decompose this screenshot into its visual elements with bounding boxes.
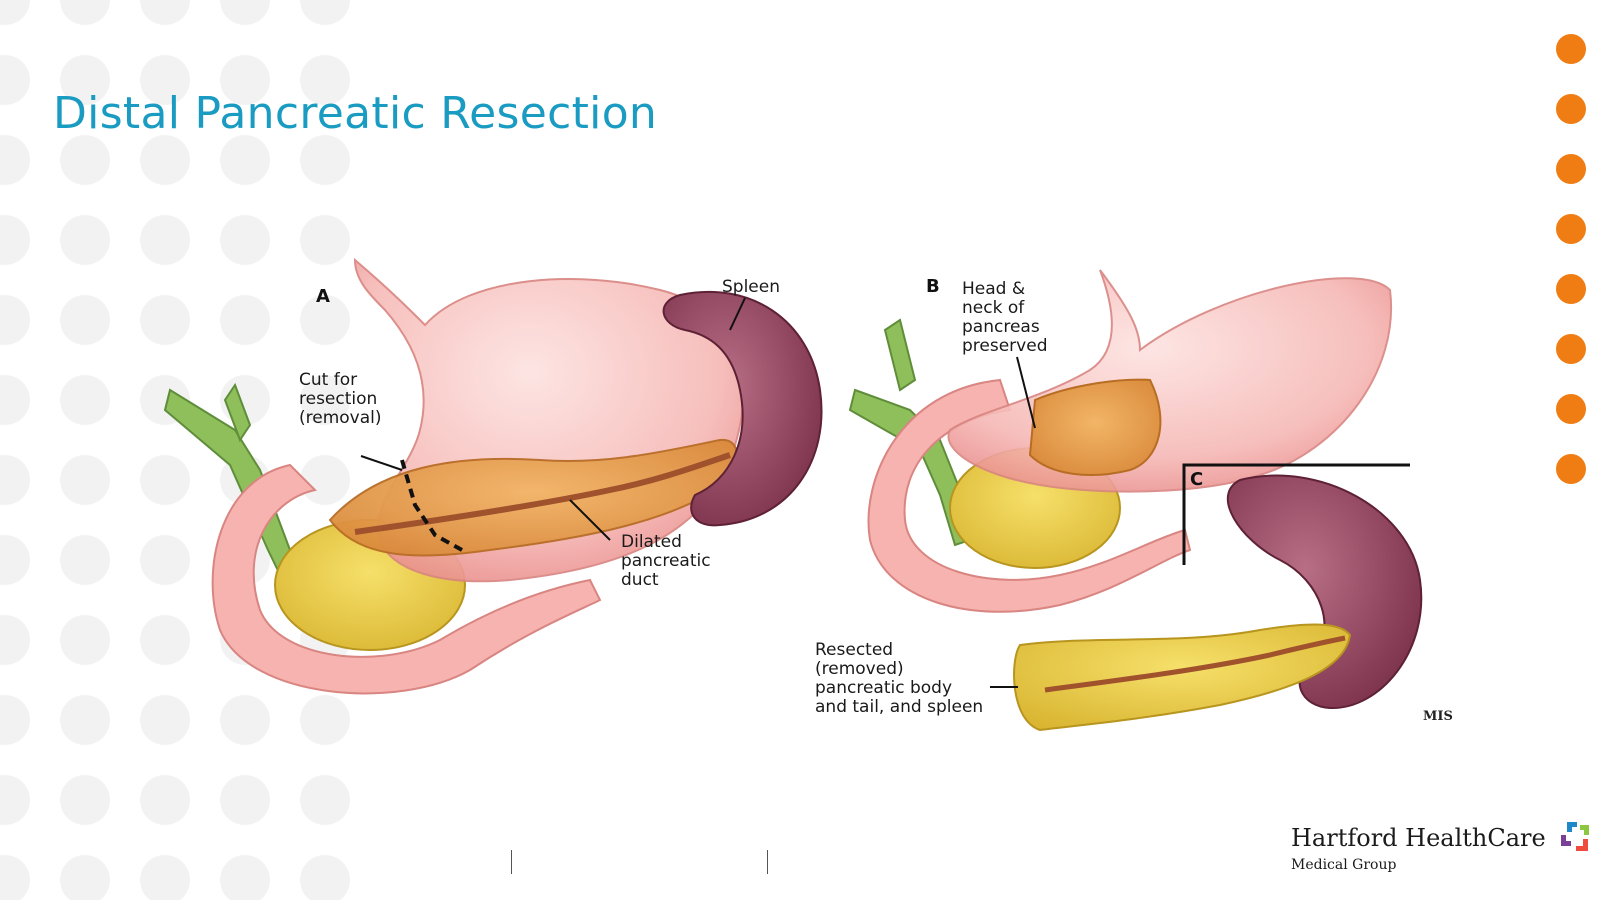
orange-dot-icon — [1556, 334, 1586, 364]
panel-label-b: B — [926, 276, 940, 297]
orange-dot-icon — [1556, 94, 1586, 124]
background-dot — [60, 615, 110, 665]
background-dot — [140, 215, 190, 265]
orange-dot-icon — [1556, 34, 1586, 64]
background-dot — [140, 535, 190, 585]
background-dot — [60, 455, 110, 505]
background-dot — [0, 215, 30, 265]
hartford-healthcare-logo: Hartford HealthCare Medical Group — [1291, 822, 1591, 884]
background-dot — [220, 695, 270, 745]
spleen-shape — [662, 290, 823, 527]
anatomy-diagram: A Spleen Cut for resection (removal) Dil… — [163, 257, 1453, 732]
background-dot — [60, 375, 110, 425]
label-head-neck-preserved: Head & neck of pancreas preserved — [962, 279, 1047, 356]
footer-separator — [511, 850, 512, 874]
background-dot — [60, 55, 110, 105]
background-dot — [140, 855, 190, 900]
hartford-healthcare-mark-icon — [1561, 822, 1589, 851]
resected-spleen-shape — [1226, 474, 1423, 710]
background-dot — [300, 0, 350, 25]
background-dot — [0, 455, 30, 505]
logo-subtitle: Medical Group — [1291, 857, 1397, 873]
panel-label-a: A — [316, 286, 330, 307]
label-cut-for-resection: Cut for resection (removal) — [299, 370, 383, 428]
background-dot — [300, 375, 350, 425]
background-dot — [220, 855, 270, 900]
background-dot — [220, 55, 270, 105]
background-dot — [140, 135, 190, 185]
panel-a: A Spleen Cut for resection (removal) Dil… — [163, 257, 823, 695]
background-dot — [0, 775, 30, 825]
background-dot — [0, 135, 30, 185]
background-dot — [0, 55, 30, 105]
panel-c-frame — [1182, 463, 1410, 565]
duct-pointer — [569, 499, 611, 541]
background-dot — [300, 855, 350, 900]
resected-pancreas-shape — [1013, 623, 1352, 732]
cut-line — [400, 459, 463, 552]
background-dot — [300, 775, 350, 825]
bile-duct-shape — [223, 382, 252, 443]
background-dot — [60, 775, 110, 825]
orange-dot-icon — [1556, 454, 1586, 484]
background-dot — [60, 855, 110, 900]
background-dot — [140, 775, 190, 825]
background-dot — [300, 55, 350, 105]
cut-pointer — [360, 455, 403, 471]
background-dot — [60, 215, 110, 265]
background-dot — [220, 295, 270, 345]
footer-separator — [767, 850, 768, 874]
background-dot — [300, 455, 350, 505]
background-dot — [220, 135, 270, 185]
background-dot — [300, 215, 350, 265]
background-dot — [140, 0, 190, 25]
background-dot — [140, 55, 190, 105]
background-dot — [140, 455, 190, 505]
orange-dot-icon — [1556, 154, 1586, 184]
background-dot — [0, 535, 30, 585]
panel-c: C Resected (removed) pancreatic body and… — [815, 463, 1453, 732]
pancreas-stump-shape — [1028, 378, 1162, 476]
panel-b: B Head & neck of pancreas preserved — [848, 269, 1393, 613]
orange-dot-icon — [1556, 394, 1586, 424]
background-dot — [300, 295, 350, 345]
label-dilated-duct: Dilated pancreatic duct — [621, 532, 716, 590]
slide-title: Distal Pancreatic Resection — [53, 88, 658, 139]
background-dot — [60, 695, 110, 745]
bile-duct-shape — [883, 318, 917, 392]
pancreatic-resection-illustration: A Spleen Cut for resection (removal) Dil… — [140, 250, 1490, 770]
background-dot — [60, 535, 110, 585]
illustrator-signature: MIS — [1423, 709, 1453, 724]
background-dot — [220, 0, 270, 25]
duodenum-shape — [211, 463, 602, 695]
background-dot — [300, 695, 350, 745]
label-spleen: Spleen — [722, 277, 780, 297]
spleen-pointer — [729, 297, 746, 331]
background-dot — [0, 695, 30, 745]
background-dot — [0, 375, 30, 425]
background-dot — [60, 135, 110, 185]
orange-dot-icon — [1556, 214, 1586, 244]
duodenum-shape — [867, 378, 1192, 613]
panel-label-c: C — [1190, 469, 1203, 490]
background-dot — [0, 855, 30, 900]
decorative-orange-bullets — [1556, 34, 1586, 514]
logo-name: Hartford HealthCare — [1291, 824, 1546, 852]
background-dot — [300, 135, 350, 185]
background-dot — [0, 615, 30, 665]
background-dot — [0, 295, 30, 345]
background-dot — [0, 0, 30, 25]
background-dot — [140, 615, 190, 665]
background-dot — [60, 295, 110, 345]
background-dot — [220, 775, 270, 825]
label-resected: Resected (removed) pancreatic body and t… — [815, 640, 983, 717]
resected-duct-shape — [1044, 635, 1346, 693]
orange-dot-icon — [1556, 274, 1586, 304]
head-neck-pointer — [1016, 356, 1036, 429]
background-dot — [140, 295, 190, 345]
background-dot — [220, 215, 270, 265]
background-dot — [140, 695, 190, 745]
background-dot — [60, 0, 110, 25]
